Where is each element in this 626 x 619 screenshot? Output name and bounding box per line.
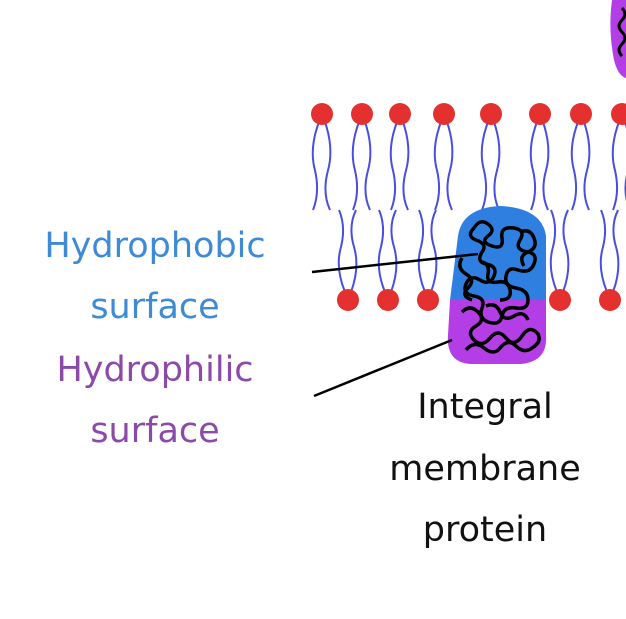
hydrophilic-label-line2: surface <box>90 411 220 451</box>
protein-label-line2: membrane <box>389 449 581 489</box>
partial-protein-top-right <box>610 0 626 78</box>
lipid-head-top-3 <box>433 103 455 125</box>
lipid-tail-top-4 <box>480 121 501 211</box>
lipid-head-top-1 <box>351 103 373 125</box>
lipid-tail-top-1 <box>351 121 372 211</box>
lipid-head-bottom-3 <box>549 289 571 311</box>
lipid-head-top-6 <box>570 103 592 125</box>
lipid-tail-top-3 <box>433 121 454 211</box>
lipid-head-top-2 <box>389 103 411 125</box>
lipid-tail-top-5 <box>529 121 550 211</box>
hydrophobic-label-line1: Hydrophobic <box>44 226 266 266</box>
hydrophilic-pointer-line <box>313 338 453 398</box>
protein-chain-lower <box>460 303 541 354</box>
lipid-head-bottom-2 <box>417 289 439 311</box>
lipid-head-top-4 <box>480 103 502 125</box>
lipid-tail-top-7 <box>611 121 626 211</box>
lipid-tail-bottom-2 <box>417 209 438 293</box>
lipid-head-bottom-1 <box>377 289 399 311</box>
protein-label-line3: protein <box>422 510 548 550</box>
lipid-tail-top-0 <box>311 121 332 211</box>
protein-chain <box>458 220 537 325</box>
protein-label-line1: Integral <box>417 387 553 427</box>
lipid-heads <box>311 103 626 311</box>
lipid-head-top-7 <box>611 103 626 125</box>
hydrophilic-label-line1: Hydrophilic <box>56 350 254 390</box>
lipid-head-top-5 <box>529 103 551 125</box>
integral-membrane-protein <box>447 206 547 364</box>
lipid-head-bottom-0 <box>337 289 359 311</box>
lipid-tail-top-6 <box>570 121 591 211</box>
lipid-tail-top-2 <box>389 121 410 211</box>
lipid-tails <box>311 121 626 293</box>
lipid-tail-bottom-0 <box>337 209 358 293</box>
lipid-tail-bottom-3 <box>549 209 570 293</box>
hydrophobic-pointer-line <box>311 252 479 274</box>
lipid-tail-bottom-1 <box>377 209 398 293</box>
hydrophobic-label-line2: surface <box>90 287 220 327</box>
lipid-head-bottom-4 <box>599 289 621 311</box>
lipid-tail-bottom-4 <box>599 209 620 293</box>
lipid-head-top-0 <box>311 103 333 125</box>
